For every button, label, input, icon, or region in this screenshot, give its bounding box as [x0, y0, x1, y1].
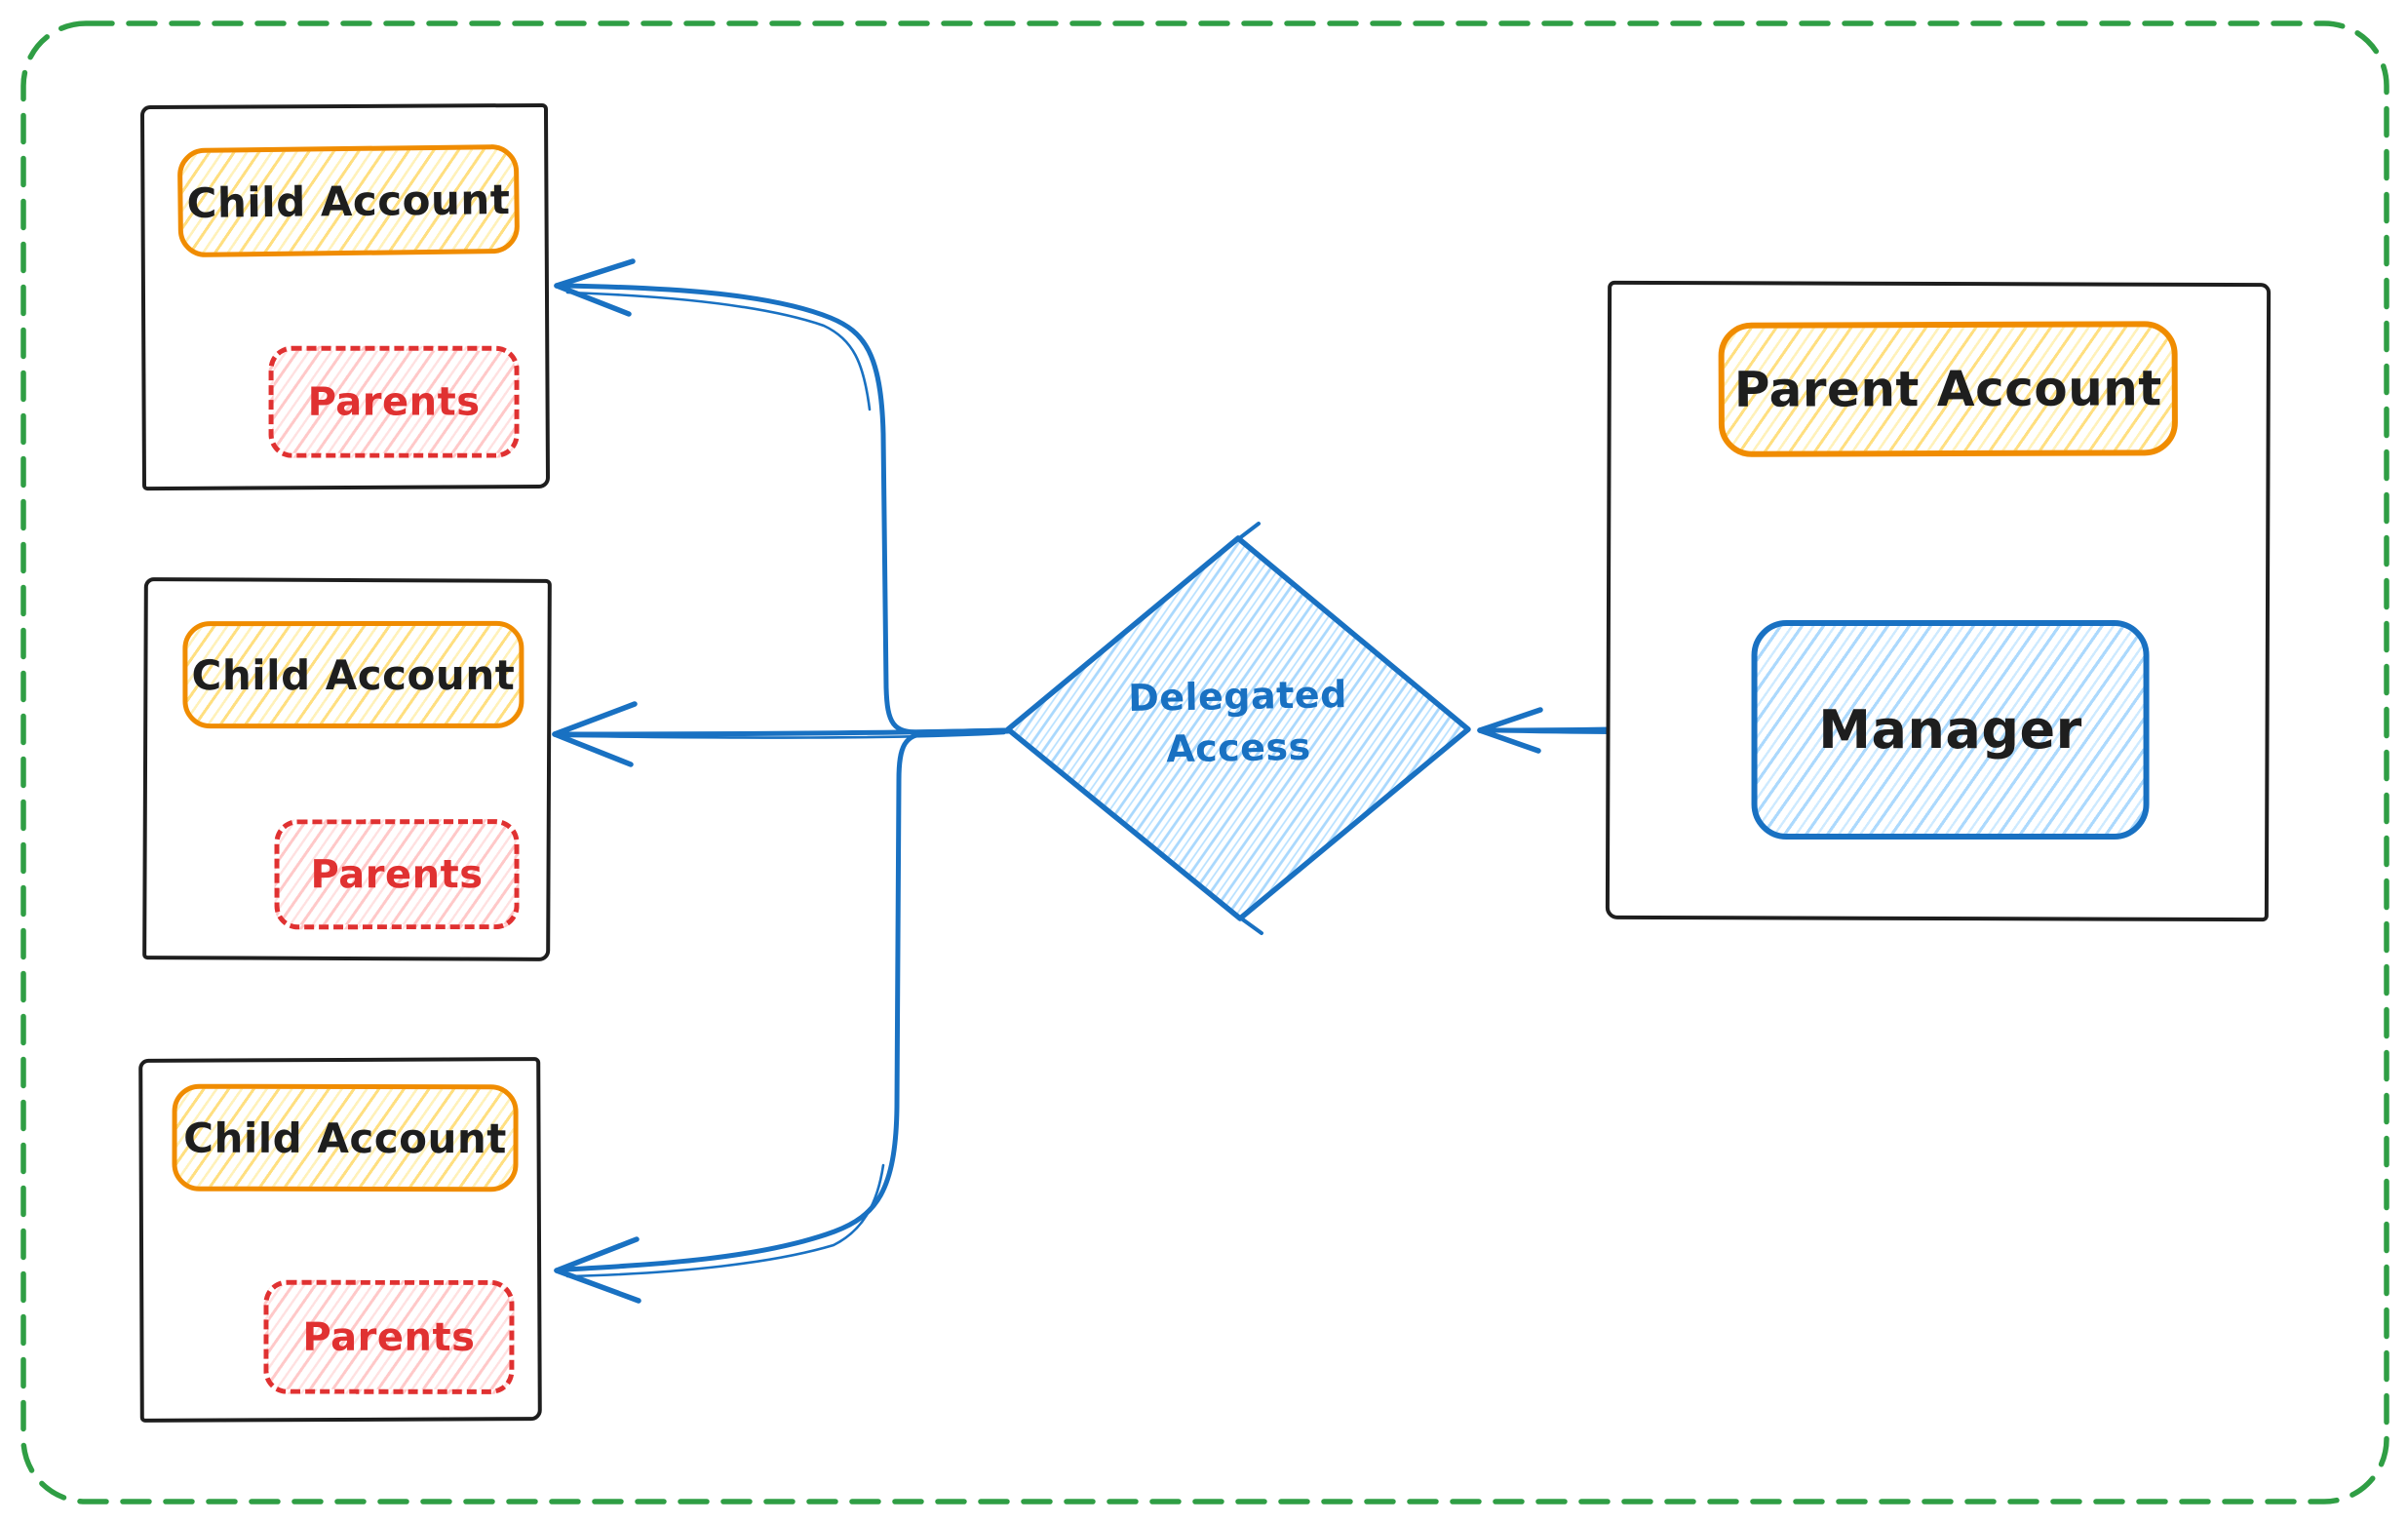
- parent-account-pill[interactable]: Parent Account: [1718, 321, 2178, 457]
- child-account-pill[interactable]: Child Account: [176, 143, 521, 258]
- delegated-access-label: Delegated Access: [1071, 668, 1405, 777]
- canvas-dashed-border: [20, 20, 2389, 1504]
- parents-pill[interactable]: Parents: [268, 345, 520, 458]
- parents-label: Parents: [302, 1314, 476, 1360]
- parents-pill[interactable]: Parents: [263, 1279, 515, 1394]
- manager-label: Manager: [1818, 699, 2082, 762]
- child-account-label: Child Account: [183, 1114, 507, 1162]
- delegated-access-label-line2: Access: [1165, 724, 1312, 771]
- delegated-access-diamond[interactable]: [1005, 522, 1471, 935]
- child-account-label: Child Account: [191, 650, 516, 699]
- parent-account-label: Parent Account: [1733, 360, 2162, 418]
- parent-account-box[interactable]: Parent Account Manager: [1605, 280, 2272, 922]
- child-account-box-1[interactable]: Child Account Parents: [139, 102, 551, 491]
- parents-label: Parents: [310, 851, 484, 897]
- child-account-pill[interactable]: Child Account: [172, 1083, 519, 1192]
- delegated-access-label-line1: Delegated: [1127, 673, 1348, 720]
- child-account-pill[interactable]: Child Account: [182, 620, 524, 729]
- manager-node[interactable]: Manager: [1751, 620, 2150, 840]
- child-account-box-2[interactable]: Child Account Parents: [142, 577, 552, 961]
- arrow-delegated-access-to-child-bottom[interactable]: [554, 728, 1011, 1304]
- child-account-label: Child Account: [186, 175, 511, 227]
- arrow-delegated-access-to-child-top[interactable]: [554, 258, 1011, 735]
- parents-pill[interactable]: Parents: [274, 819, 520, 930]
- child-account-box-3[interactable]: Child Account Parents: [138, 1057, 542, 1423]
- parents-label: Parents: [307, 379, 481, 425]
